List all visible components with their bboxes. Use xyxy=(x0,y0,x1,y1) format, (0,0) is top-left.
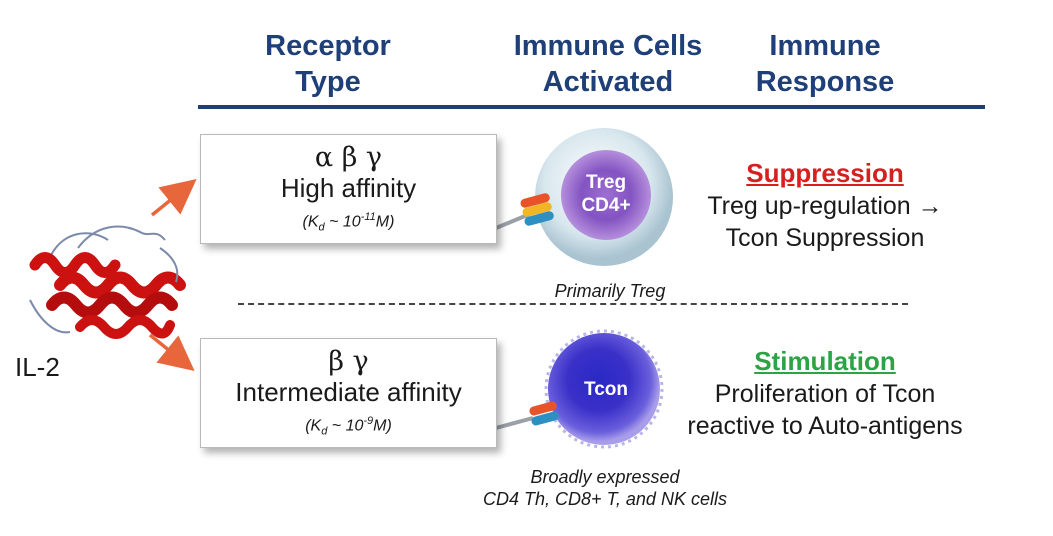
abg-receptor-icon xyxy=(495,193,554,230)
high-affinity-label: High affinity xyxy=(280,173,417,203)
high-affinity-kd: (Kd ~ 10-11M) xyxy=(302,211,395,234)
tcon-caption-line1: Broadly expressed xyxy=(530,467,680,487)
header-immune-response: Immune Response xyxy=(730,28,920,100)
tcon-cell-label: Tcon xyxy=(584,379,628,400)
treg-label-line1: Treg xyxy=(585,172,627,193)
header-receptor-type: Receptor Type xyxy=(228,28,428,100)
header-receptor-line1: Receptor xyxy=(265,30,391,62)
tcon-cell-icon xyxy=(544,329,664,449)
intermediate-affinity-kd: (Kd ~ 10-9M) xyxy=(305,415,392,438)
tcon-caption-line2: CD4 Th, CD8+ T, and NK cells xyxy=(483,489,727,509)
tcon-caption: Broadly expressed CD4 Th, CD8+ T, and NK… xyxy=(455,466,755,510)
header-response-line1: Immune xyxy=(769,30,881,62)
header-cells-line1: Immune Cells xyxy=(513,30,703,62)
row-separator xyxy=(238,303,908,305)
stimulation-line1: Proliferation of Tcon xyxy=(714,380,936,408)
il2-protein-icon xyxy=(29,225,186,339)
high-affinity-subunits: α β γ xyxy=(314,142,383,173)
header-response-line2: Response xyxy=(755,66,895,98)
suppression-line1: Treg up-regulation → xyxy=(707,192,943,220)
intermediate-affinity-subunits: β γ xyxy=(328,346,369,377)
arrow-to-intermediate-affinity xyxy=(148,333,195,371)
treg-caption: Primarily Treg xyxy=(554,281,666,301)
intermediate-affinity-label: Intermediate affinity xyxy=(235,377,462,407)
suppression-description: Treg up-regulation → Tcon Suppression xyxy=(680,190,970,254)
header-divider xyxy=(198,105,985,109)
intermediate-affinity-receptor-box: β γ Intermediate affinity (Kd ~ 10-9M) xyxy=(200,338,497,448)
header-receptor-line2: Type xyxy=(295,66,361,98)
stimulation-line2: reactive to Auto-antigens xyxy=(687,412,963,440)
treg-cell-label: Treg CD4+ xyxy=(566,171,646,217)
treg-label-line2: CD4+ xyxy=(581,195,631,216)
header-cells-line2: Activated xyxy=(542,66,674,98)
il2-label: IL-2 xyxy=(15,352,60,382)
stimulation-title: Stimulation xyxy=(754,346,896,376)
treg-cell-icon xyxy=(535,128,673,266)
header-immune-cells: Immune Cells Activated xyxy=(478,28,738,100)
stimulation-description: Proliferation of Tcon reactive to Auto-a… xyxy=(660,378,990,442)
high-affinity-receptor-box: α β γ High affinity (Kd ~ 10-11M) xyxy=(200,134,497,244)
suppression-line2: Tcon Suppression xyxy=(725,224,925,252)
arrow-to-high-affinity xyxy=(150,179,197,217)
suppression-title: Suppression xyxy=(746,158,904,188)
bg-receptor-icon xyxy=(495,401,559,430)
